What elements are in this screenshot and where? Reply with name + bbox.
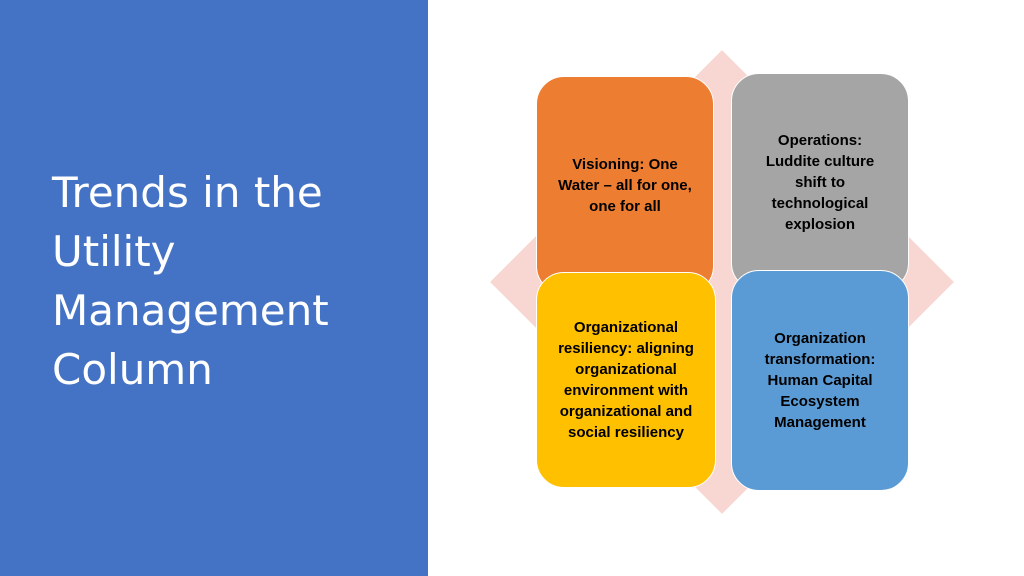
operations-text: Operations: Luddite culture shift to tec… — [765, 131, 875, 233]
organizational-resiliency-text: Organizational resiliency: aligning orga… — [558, 319, 694, 441]
organizational-resiliency-box: Organizational resiliency: aligning orga… — [536, 272, 716, 488]
operations-box: Operations: Luddite culture shift to tec… — [731, 73, 909, 291]
organization-transformation-box: Organization transformation: Human Capit… — [731, 270, 909, 491]
title-panel: Trends in the Utility Management Column — [0, 0, 428, 576]
visioning-box: Visioning: One Water – all for one, one … — [536, 76, 714, 294]
slide-title: Trends in the Utility Management Column — [52, 168, 329, 394]
visioning-text: Visioning: One Water – all for one, one … — [558, 155, 692, 215]
organization-transformation-text: Organization transformation: Human Capit… — [764, 330, 876, 431]
